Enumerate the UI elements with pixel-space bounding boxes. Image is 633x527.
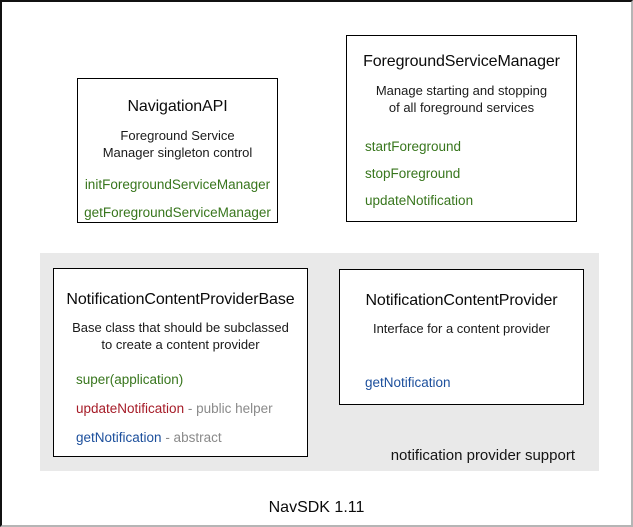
description-line: Interface for a content provider: [372, 321, 551, 336]
class-title-notification-content-provider-base: NotificationContentProviderBase: [66, 291, 295, 308]
method-annotation: - abstract: [161, 430, 222, 445]
method-list: initForegroundServiceManager getForegrou…: [78, 177, 277, 221]
method-get-notification: getNotification - abstract: [76, 430, 307, 446]
class-box-notification-content-provider: NotificationContentProvider Interface fo…: [339, 269, 584, 405]
method-init-foreground-service-manager: initForegroundServiceManager: [84, 177, 271, 192]
description-line: Manager singleton control: [102, 145, 253, 160]
class-box-notification-content-provider-base: NotificationContentProviderBase Base cla…: [53, 268, 308, 457]
class-description: Interface for a content provider: [340, 320, 583, 337]
class-box-foreground-service-manager: ForegroundServiceManager Manage starting…: [346, 35, 577, 222]
method-update-notification: updateNotification: [365, 193, 474, 208]
method-start-foreground: startForeground: [365, 139, 462, 154]
method-list: startForeground stopForeground updateNot…: [347, 139, 576, 209]
description-line: of all foreground services: [388, 100, 535, 115]
method-list: super(application) updateNotification - …: [54, 372, 307, 446]
method-annotation: - public helper: [184, 401, 273, 416]
class-box-navigation-api: NavigationAPI Foreground Service Manager…: [77, 78, 278, 223]
method-name: updateNotification: [76, 401, 185, 416]
description-line: Foreground Service: [120, 128, 235, 143]
method-list: getNotification: [340, 375, 583, 391]
class-description: Base class that should be subclassed to …: [54, 319, 307, 353]
method-stop-foreground: stopForeground: [365, 166, 461, 181]
method-super-application: super(application): [76, 372, 184, 387]
method-update-notification: updateNotification - public helper: [76, 401, 307, 417]
region-label: notification provider support: [390, 447, 575, 464]
class-description: Manage starting and stopping of all fore…: [347, 82, 576, 116]
sdk-version-label: NavSDK 1.11: [268, 499, 365, 516]
class-description: Foreground Service Manager singleton con…: [78, 127, 277, 161]
description-line: Manage starting and stopping: [375, 83, 548, 98]
method-name: getNotification: [76, 430, 162, 445]
method-get-foreground-service-manager: getForegroundServiceManager: [84, 205, 271, 220]
method-get-notification: getNotification: [365, 375, 451, 390]
description-line: Base class that should be subclassed: [72, 320, 289, 335]
description-line: to create a content provider: [101, 337, 260, 352]
class-title-navigation-api: NavigationAPI: [127, 98, 228, 115]
class-title-foreground-service-manager: ForegroundServiceManager: [363, 53, 560, 70]
class-title-notification-content-provider: NotificationContentProvider: [365, 292, 558, 309]
